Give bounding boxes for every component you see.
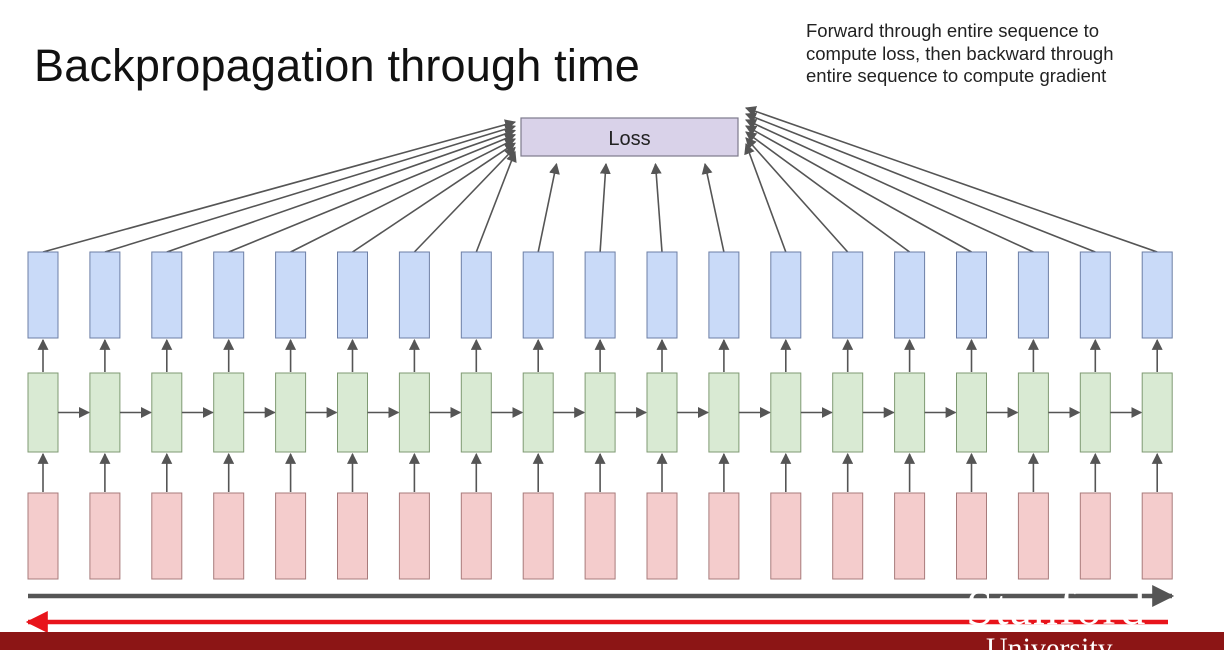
output-to-loss-arrow	[599, 162, 611, 253]
footer-bar	[0, 632, 1224, 650]
output-to-loss-arrow	[42, 119, 517, 253]
hidden-cell	[460, 372, 492, 453]
input-cell	[646, 492, 678, 580]
input-cell	[398, 492, 430, 580]
input-cell	[151, 492, 183, 580]
output-cell	[894, 251, 926, 339]
output-to-loss-arrow	[352, 142, 516, 253]
output-cell	[956, 251, 987, 339]
output-cell	[522, 251, 554, 339]
loss-label: Loss	[608, 128, 650, 150]
hidden-cell	[213, 372, 245, 453]
output-to-loss-arrow	[650, 162, 663, 253]
sweep-arrows	[25, 585, 1175, 633]
hidden-cell	[770, 372, 802, 453]
output-to-loss-arrow	[166, 128, 517, 253]
input-cell	[894, 492, 926, 580]
input-cell	[460, 492, 492, 580]
output-to-loss-arrow	[744, 112, 1096, 253]
hidden-cell	[398, 372, 430, 453]
rnn-cells	[27, 251, 1173, 580]
hidden-cell	[1017, 372, 1049, 453]
output-cell	[1141, 251, 1173, 339]
slide-note: Forward through entire sequence to compu…	[806, 20, 1206, 88]
input-cell	[213, 492, 245, 580]
hidden-cell	[27, 372, 59, 453]
output-cell	[832, 251, 864, 339]
output-cell	[337, 251, 368, 339]
hidden-cell	[708, 372, 740, 453]
hidden-cell	[151, 372, 183, 453]
output-cell	[213, 251, 245, 339]
hidden-cell	[956, 372, 987, 453]
hidden-cell	[337, 372, 368, 453]
logo-word: Stanford	[966, 588, 1147, 635]
input-cell	[1141, 492, 1173, 580]
output-to-loss-arrow	[475, 150, 517, 253]
hidden-cell	[89, 372, 121, 453]
input-cell	[1017, 492, 1049, 580]
stanford-logo: Stanford University	[960, 588, 1224, 650]
hidden-cell	[1079, 372, 1111, 453]
input-cell	[708, 492, 740, 580]
output-to-loss-arrow	[701, 162, 725, 253]
output-cell	[646, 251, 678, 339]
note-line-2: compute loss, then backward through	[806, 42, 1114, 64]
output-to-loss-arrow	[537, 162, 560, 253]
output-cell	[275, 251, 307, 339]
input-cell	[956, 492, 987, 580]
output-cell	[770, 251, 802, 339]
hidden-cell	[646, 372, 678, 453]
hidden-cell	[522, 372, 554, 453]
hidden-cell	[584, 372, 616, 453]
input-cell	[584, 492, 616, 580]
hidden-cell	[832, 372, 864, 453]
input-cell	[522, 492, 554, 580]
output-cell	[89, 251, 121, 339]
input-cell	[1079, 492, 1111, 580]
input-cell	[832, 492, 864, 580]
input-cell	[275, 492, 307, 580]
input-cell	[337, 492, 368, 580]
output-cell	[151, 251, 183, 339]
output-to-loss-arrow	[104, 123, 517, 253]
output-to-loss-arrow	[290, 138, 516, 253]
output-to-loss-arrow	[745, 137, 849, 253]
input-cell	[770, 492, 802, 580]
slide-title: Backpropagation through time	[34, 40, 640, 91]
hidden-cell	[894, 372, 926, 453]
input-cell	[89, 492, 121, 580]
output-to-loss-arrow	[413, 146, 516, 253]
loss-box	[520, 117, 739, 157]
output-cell	[27, 251, 59, 339]
output-to-loss-arrow	[745, 131, 911, 253]
output-to-loss-arrow	[228, 133, 517, 253]
output-cell	[460, 251, 492, 339]
loss-node: Loss	[520, 117, 739, 157]
output-to-loss-arrow	[744, 142, 787, 253]
logo-subtitle: University	[986, 632, 1113, 650]
note-line-1: Forward through entire sequence to	[806, 20, 1100, 41]
input-cell	[27, 492, 59, 580]
output-cell	[584, 251, 616, 339]
note-line-3: entire sequence to compute gradient	[806, 65, 1107, 86]
output-to-loss-arrow	[745, 119, 1034, 253]
output-cell	[708, 251, 740, 339]
output-to-loss-arrow	[745, 125, 972, 253]
hidden-cell	[1141, 372, 1173, 453]
hidden-cell	[275, 372, 307, 453]
loss-arrows	[42, 106, 1158, 253]
output-cell	[1017, 251, 1049, 339]
output-cell	[1079, 251, 1111, 339]
output-to-loss-arrow	[744, 106, 1158, 253]
output-cell	[398, 251, 430, 339]
